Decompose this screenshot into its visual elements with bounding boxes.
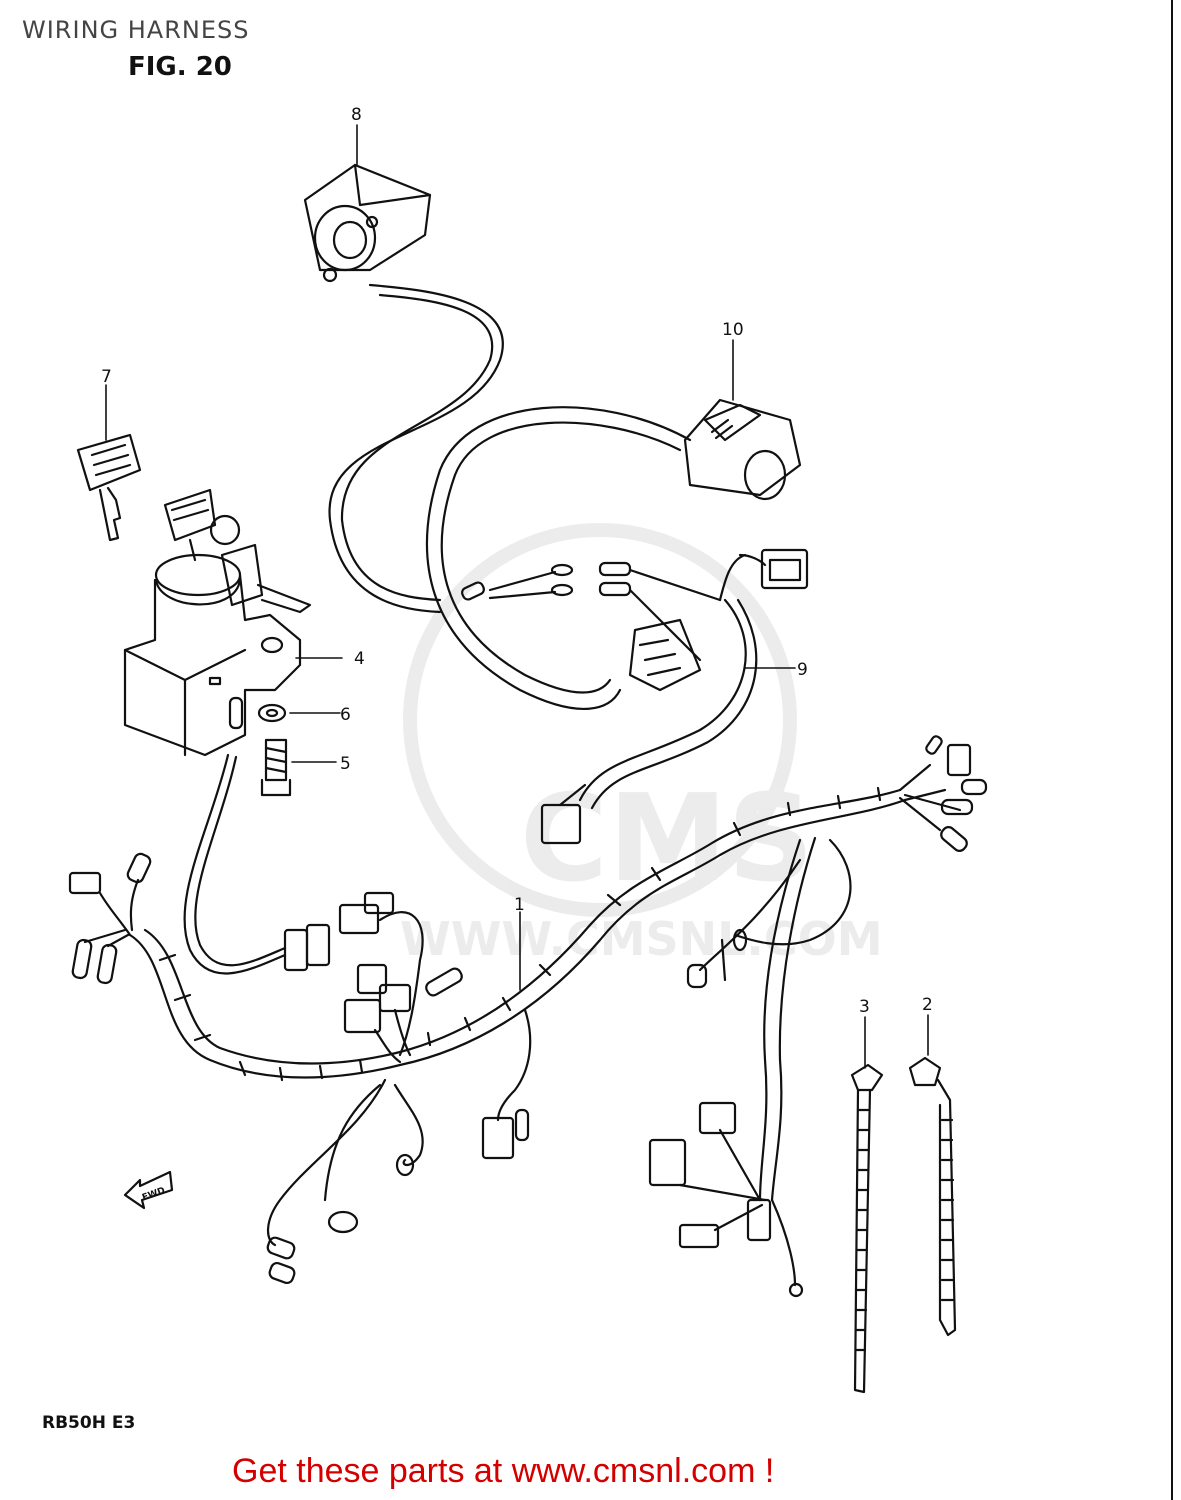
- cable-tie-3: [850, 1063, 884, 1394]
- page-title: WIRING HARNESS: [22, 16, 250, 44]
- screw: [260, 738, 292, 797]
- ignition-coupler: [283, 923, 331, 972]
- get-parts-link[interactable]: Get these parts at www.cmsnl.com !: [232, 1452, 775, 1490]
- callout-7: 7: [101, 367, 112, 387]
- watermark-url: WWW.CMSNL.COM: [400, 912, 883, 966]
- right-switch-cable: [425, 406, 692, 710]
- left-handlebar-switch: [303, 163, 432, 283]
- page-edge-line: [1171, 0, 1173, 1500]
- callout-leaders: [105, 124, 929, 1069]
- ignition-cable: [183, 753, 287, 975]
- main-harness: [68, 735, 988, 1298]
- left-switch-cable: [328, 283, 504, 614]
- callout-8: 8: [351, 105, 362, 125]
- model-code: RB50H E3: [42, 1413, 136, 1433]
- callout-2: 2: [922, 995, 933, 1015]
- callout-6: 6: [340, 705, 351, 725]
- callout-9: 9: [797, 660, 808, 680]
- right-handlebar-switch: [683, 398, 802, 501]
- cms-watermark: CMS WWW.CMSNL.COM: [400, 523, 883, 966]
- figure-label: FIG. 20: [128, 52, 232, 82]
- callout-5: 5: [340, 754, 351, 774]
- callout-numbers: 8 10 7 4 6 5 9 1 3 2 FWD: [101, 105, 933, 1203]
- callout-1: 1: [514, 895, 525, 915]
- callout-3: 3: [859, 997, 870, 1017]
- sub-harness: [540, 548, 809, 845]
- callout-4: 4: [354, 649, 365, 669]
- forward-arrow: [123, 1170, 174, 1210]
- callout-10: 10: [722, 320, 744, 340]
- cable-tie-2: [908, 1056, 957, 1337]
- watermark-brand: CMS: [520, 770, 814, 909]
- bullet-connectors: [461, 561, 722, 662]
- washer: [257, 703, 287, 723]
- spare-key: [76, 433, 142, 542]
- ignition-switch: [123, 488, 312, 757]
